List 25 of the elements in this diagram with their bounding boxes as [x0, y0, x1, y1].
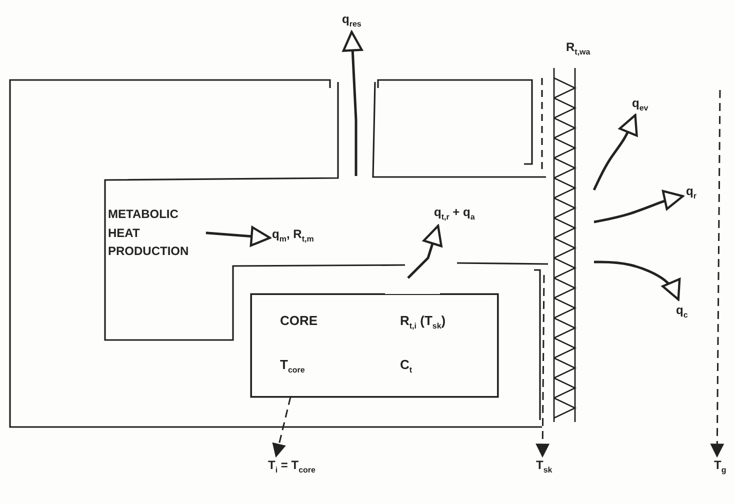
temperature-arrow — [272, 396, 292, 458]
heat-flow-arrow — [594, 260, 681, 301]
heat-flow-label: q$_{ev}$ — [632, 96, 648, 114]
core-label: C$_{t}$ — [400, 357, 412, 376]
heat-flow-label: q$_{r}$ — [686, 184, 696, 202]
heat-flow-label: q$_{m}$, R$_{t,m}$ — [272, 227, 314, 244]
heat-flow-label: q$_{t,r}$ + q$_{a}$ — [434, 205, 475, 222]
heat-flow-label: T$_{i}$ = T$_{core}$ — [268, 458, 316, 476]
temperature-arrow — [536, 275, 550, 458]
heat-flow-label: q$_{c}$ — [676, 303, 688, 320]
heat-flow-label: T$_{g}$ — [714, 458, 726, 476]
heat-flow-arrow — [592, 114, 638, 191]
heat-flow-arrow — [407, 224, 442, 279]
process-label: METABOLIC HEAT PRODUCTION — [108, 206, 190, 260]
heat-flow-arrow — [206, 226, 271, 247]
heat-flow-arrow — [594, 190, 684, 224]
core-label: CORE — [280, 313, 318, 330]
core-label: T$_{core}$ — [280, 357, 305, 376]
heat-flow-label: q$_{res}$ — [342, 12, 362, 30]
heat-flow-label: T$_{sk}$ — [536, 458, 552, 476]
temperature-arrow — [710, 90, 724, 458]
resistance-label: R$_{t,wa}$ — [566, 40, 590, 58]
core-label: R$_{t,i}$ (T$_{sk}$) — [400, 313, 446, 332]
heat-flow-arrow — [342, 30, 363, 176]
core-box — [251, 294, 498, 397]
